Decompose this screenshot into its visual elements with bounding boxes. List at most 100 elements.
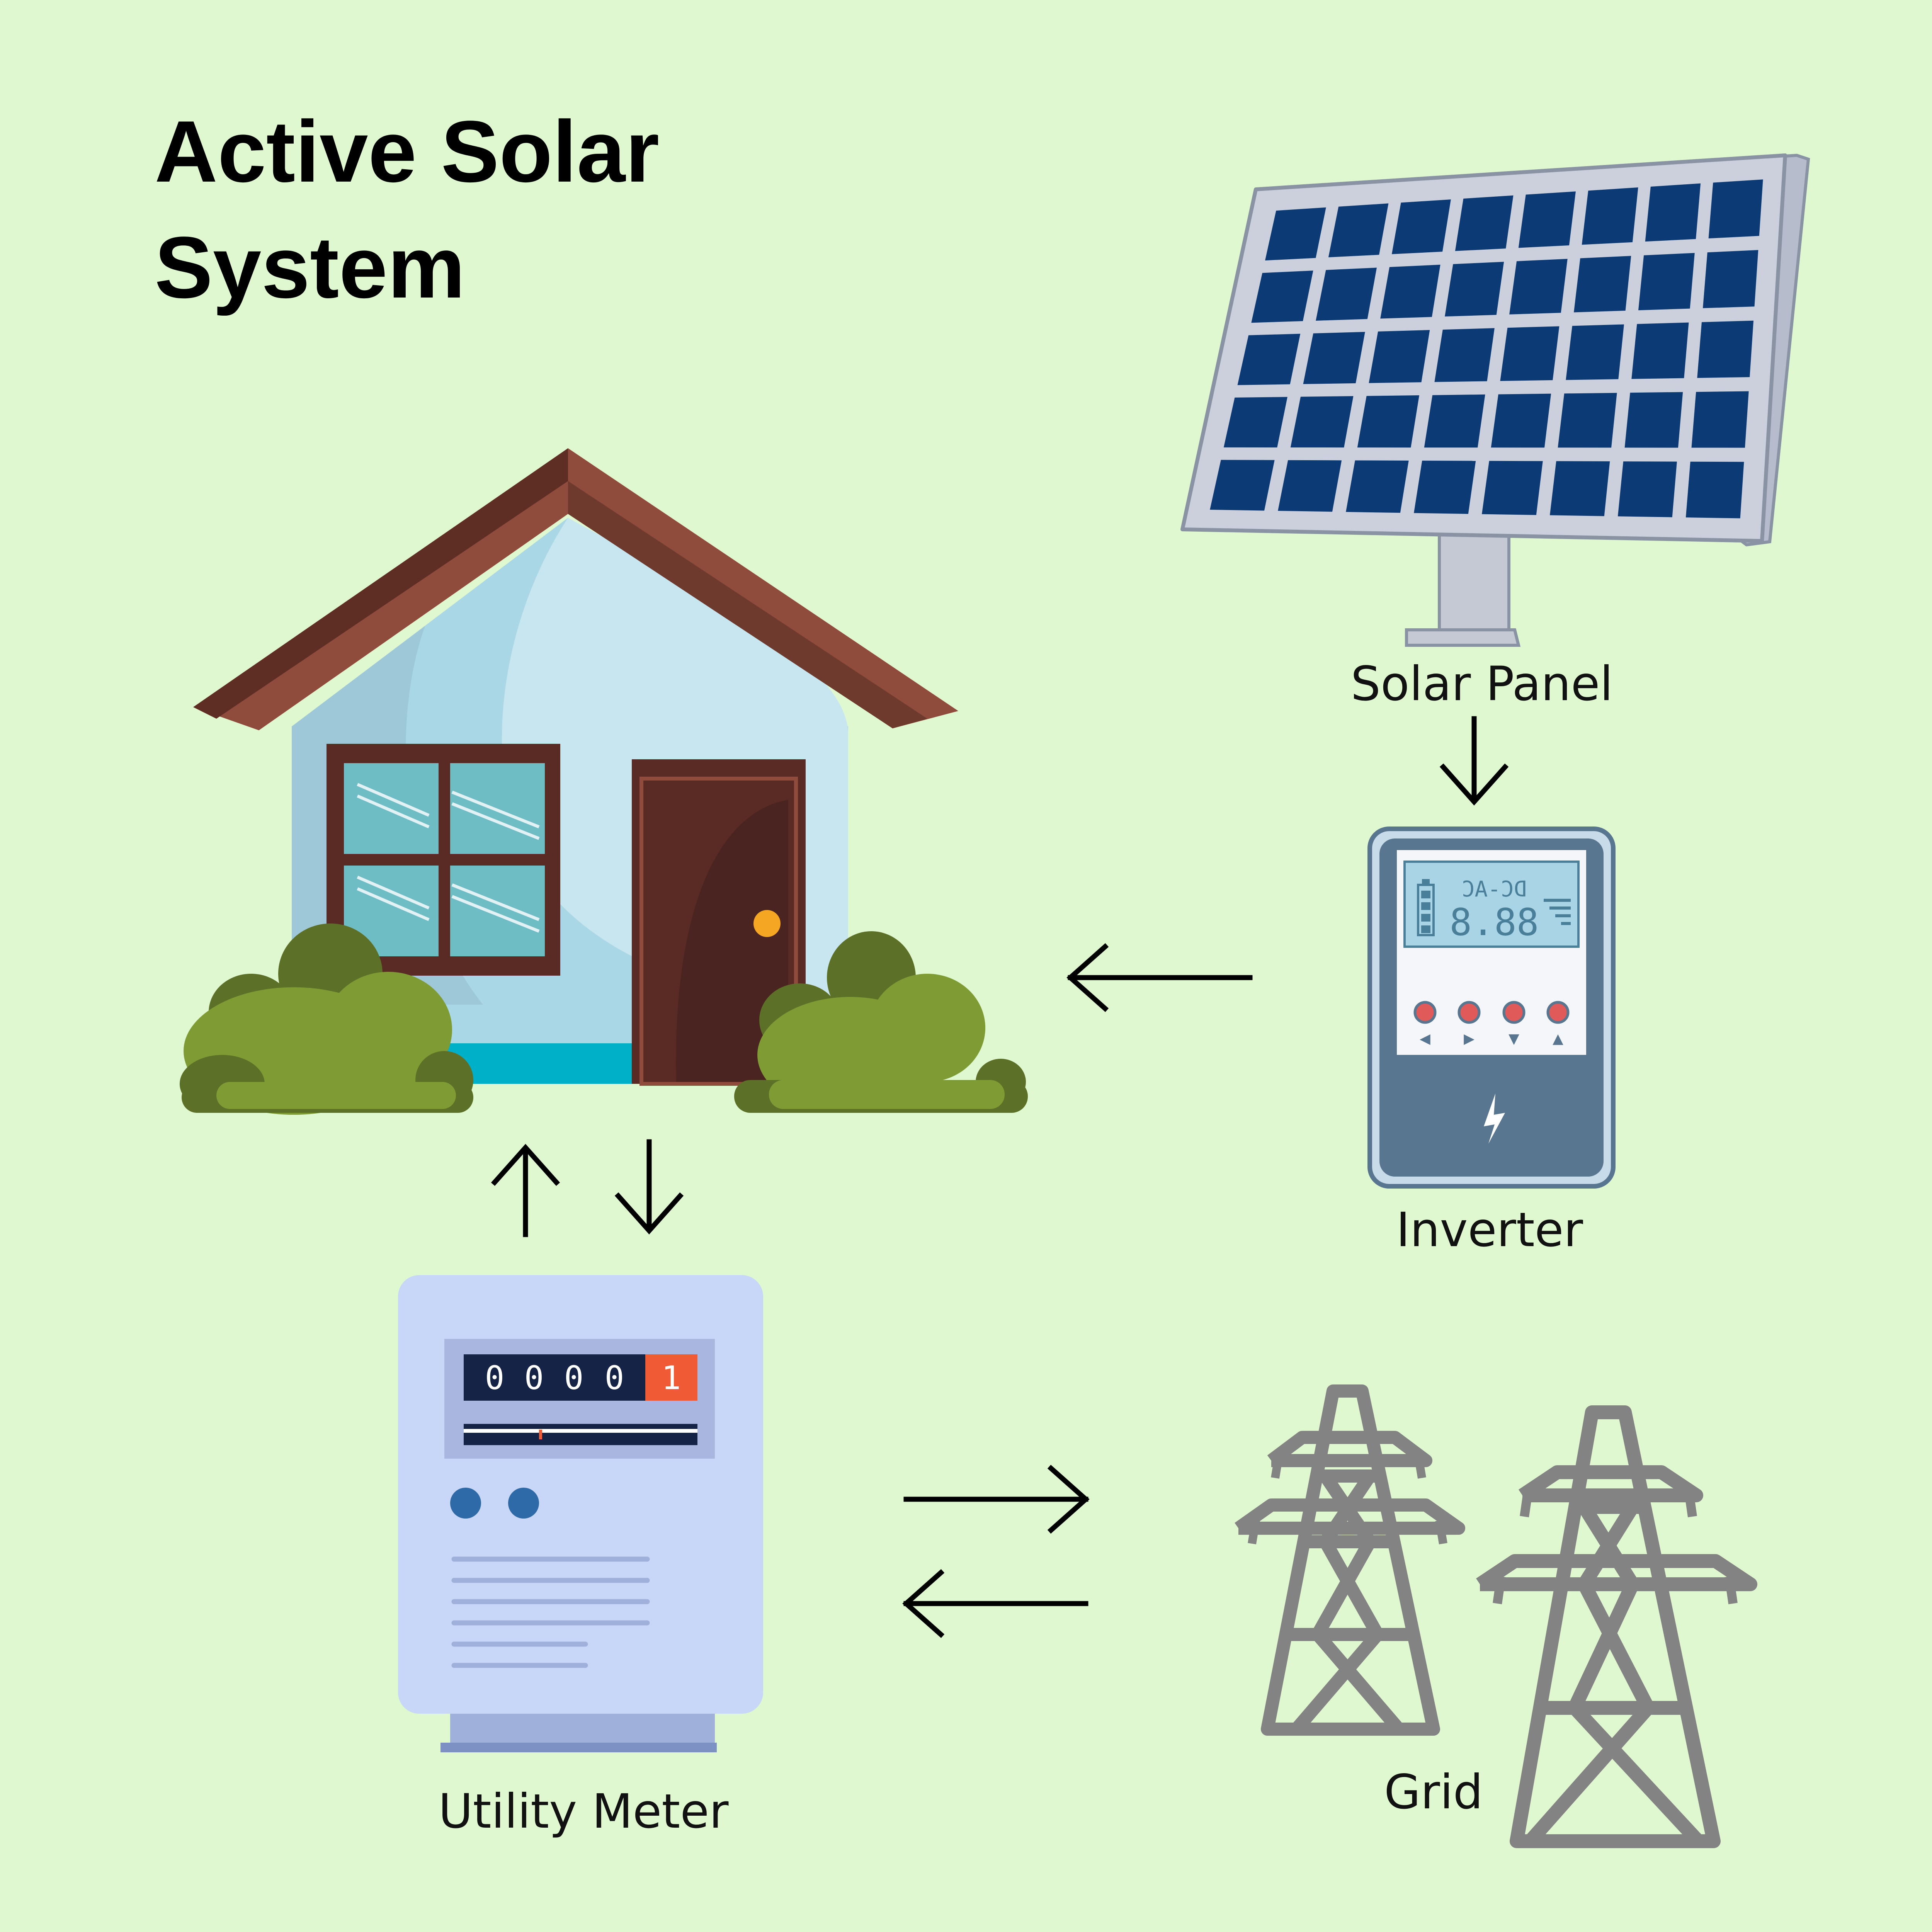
grid: Grid	[1235, 1384, 1757, 1848]
utility-meter-label: Utility Meter	[438, 1784, 729, 1839]
solar-cell	[1500, 326, 1560, 381]
solar-panel-base	[1405, 628, 1521, 647]
inverter-mode-label: DC-AC	[1462, 877, 1527, 902]
inverter-value-readout: 8.88	[1449, 901, 1539, 944]
meter-digit: 0	[485, 1359, 505, 1397]
solar-cell	[1574, 256, 1631, 313]
solar-cell	[1509, 259, 1568, 315]
inverter-button-arrow-icon: ◀	[1420, 1031, 1430, 1047]
solar-cell	[1708, 179, 1763, 239]
house-roof-shadow	[193, 448, 568, 719]
solar-cell	[1617, 461, 1677, 517]
inverter-label: Inverter	[1396, 1202, 1583, 1257]
meter-base-plate	[440, 1743, 717, 1752]
solar-cell	[1702, 250, 1759, 308]
lightning-icon	[1484, 1094, 1505, 1144]
solar-panel-label: Solar Panel	[1351, 656, 1613, 711]
solar-panel-cells	[1210, 179, 1763, 519]
battery-icon	[1417, 879, 1435, 936]
solar-cell	[1414, 461, 1476, 514]
arrow-grid-to-meter	[902, 1569, 1088, 1638]
solar-cell	[1380, 265, 1440, 319]
arrow-house-to-meter	[614, 1139, 684, 1235]
meter-counter-highlight	[645, 1354, 697, 1401]
solar-cell	[1223, 397, 1287, 447]
inverter-button-arrow-icon: ▲	[1553, 1031, 1563, 1047]
title: Active Solar System	[155, 102, 659, 316]
inverter-button[interactable]	[1546, 1001, 1570, 1024]
arrow-meter-to-grid	[903, 1464, 1090, 1534]
solar-panel: Solar Panel	[1180, 153, 1810, 711]
solar-cell	[1691, 391, 1749, 448]
solar-cell	[1638, 253, 1695, 310]
arrow-solar-to-inverter	[1439, 716, 1509, 806]
solar-cell	[1303, 332, 1365, 384]
transmission-tower-left	[1235, 1384, 1465, 1736]
solar-cell	[1328, 203, 1389, 257]
arrow-inverter-to-house	[1066, 943, 1253, 1012]
meter-info-lines	[451, 1556, 650, 1668]
inverter-button[interactable]	[1413, 1001, 1437, 1024]
solar-cell	[1278, 460, 1342, 512]
inverter-button-arrow-icon: ▶	[1464, 1031, 1475, 1047]
meter-needle	[539, 1430, 542, 1439]
solar-cell	[1445, 262, 1504, 317]
meter-digit: 0	[605, 1359, 624, 1397]
solar-cell	[1549, 461, 1610, 516]
transmission-tower-right	[1476, 1405, 1757, 1848]
solar-cell	[1290, 396, 1354, 448]
solar-cell	[1369, 330, 1430, 383]
solar-cell	[1316, 267, 1377, 321]
arrow-meter-to-house	[491, 1144, 560, 1237]
solar-cell	[1685, 461, 1744, 519]
solar-cell	[1455, 195, 1514, 251]
inverter-button[interactable]	[1458, 1001, 1481, 1024]
meter-digit: 0	[524, 1359, 544, 1397]
solar-cell	[1434, 328, 1495, 382]
solar-cell	[1697, 320, 1754, 378]
inverter-button[interactable]	[1502, 1001, 1526, 1024]
solar-cell	[1518, 191, 1576, 248]
solar-cell	[1391, 199, 1451, 254]
title-line-1: Active Solar	[155, 102, 659, 200]
house-door-shade	[676, 800, 788, 1082]
solar-cell	[1558, 393, 1617, 448]
solar-cell	[1566, 324, 1624, 380]
grid-label: Grid	[1384, 1765, 1483, 1820]
inverter-button-arrow-icon: ▼	[1509, 1031, 1519, 1047]
bush-right	[734, 931, 1028, 1113]
meter-dial-line	[464, 1429, 697, 1433]
solar-cell	[1346, 460, 1409, 513]
inverter-mode-text: DC-AC	[1462, 877, 1527, 902]
solar-cell	[1251, 270, 1313, 323]
house	[180, 448, 1028, 1115]
window-glare	[357, 783, 540, 933]
solar-cell	[1265, 207, 1326, 261]
solar-panel-post	[1438, 532, 1510, 635]
title-line-2: System	[155, 218, 465, 316]
meter-base	[450, 1708, 715, 1747]
meter-indicator-2	[508, 1488, 539, 1519]
meter-digit: 0	[564, 1359, 584, 1397]
solar-cell	[1631, 322, 1689, 379]
solar-cell	[1481, 461, 1543, 515]
solar-cell	[1424, 394, 1485, 448]
meter-indicator-1	[450, 1488, 481, 1519]
meter-digit: 1	[662, 1359, 681, 1397]
house-window-transom	[344, 854, 545, 866]
solar-cell	[1624, 392, 1683, 448]
signal-bars-icon	[1544, 899, 1571, 925]
solar-cell	[1491, 393, 1551, 448]
door-knob	[753, 910, 781, 937]
house-roof-underside	[568, 481, 927, 728]
inverter: DC-AC 8.88 ◀ ▶ ▼ ▲ Inverter	[1367, 827, 1616, 1257]
meter-dial-strip	[464, 1424, 697, 1445]
solar-cell	[1582, 187, 1638, 245]
inverter-buttons: ◀ ▶ ▼ ▲	[1413, 1001, 1570, 1047]
solar-cell	[1645, 183, 1701, 242]
solar-cell	[1357, 395, 1419, 448]
